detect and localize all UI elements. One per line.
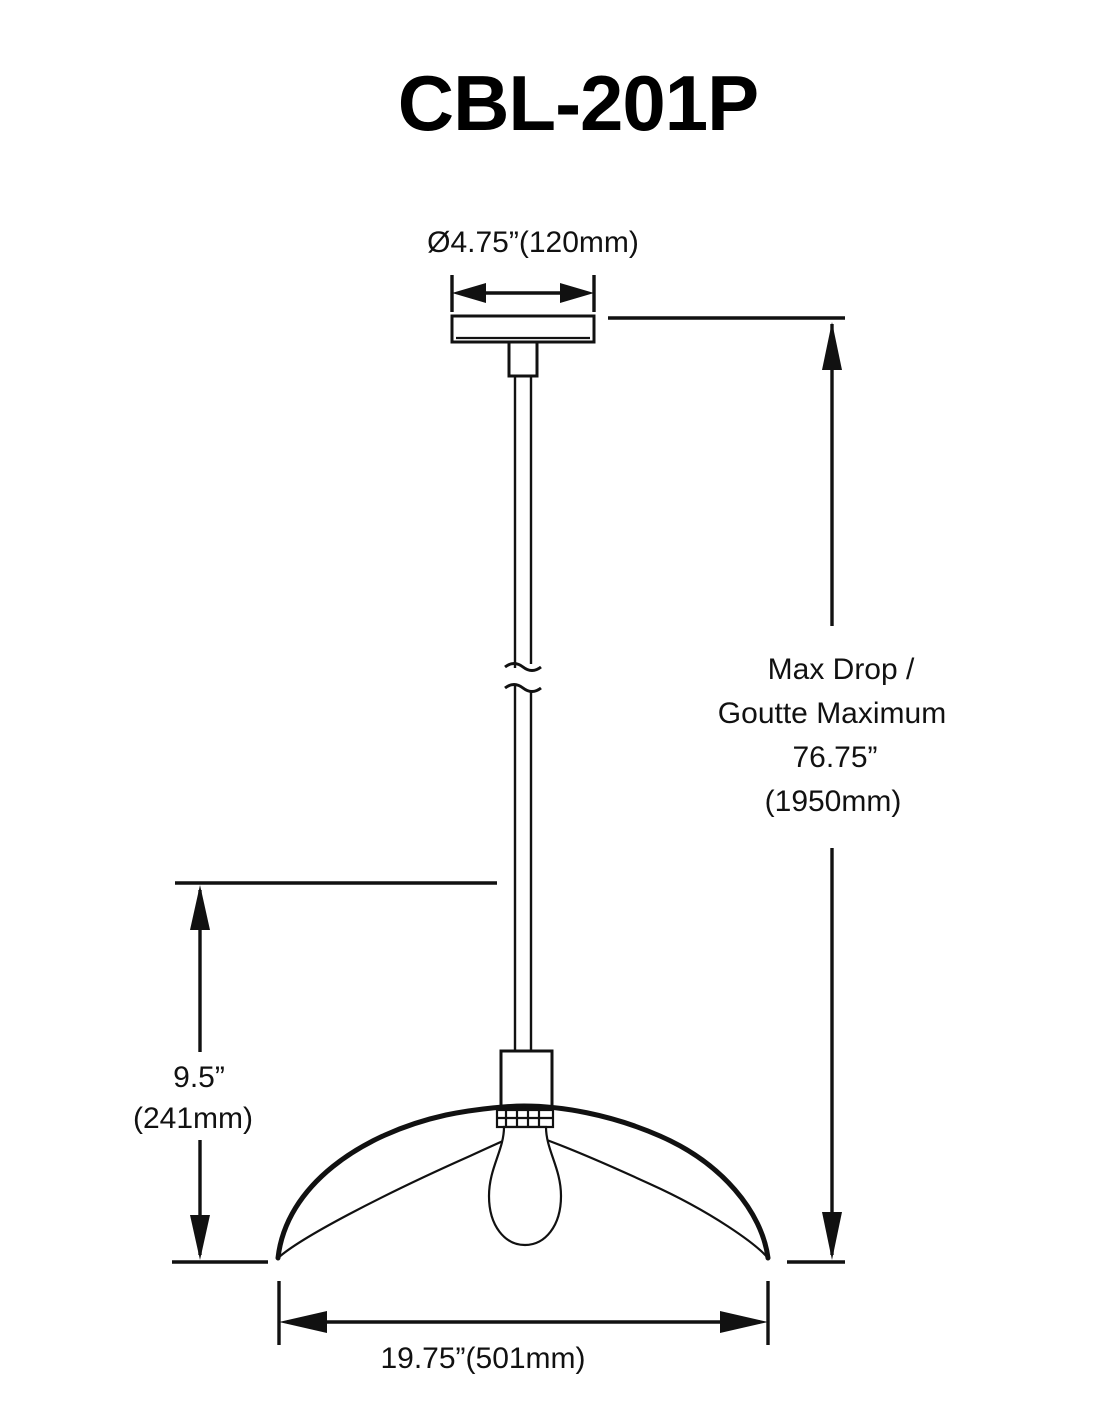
- ceiling-canopy: [450, 314, 596, 344]
- canopy-dim-arrow-left-icon: [452, 283, 486, 303]
- max-drop-label-line-4: (1950mm): [765, 785, 902, 818]
- shade-width-label: 19.75”(501mm): [380, 1342, 585, 1375]
- shade-height-dimension: 9.5” (241mm): [133, 881, 497, 1264]
- max-drop-dimension: Max Drop / Goutte Maximum 76.75” (1950mm…: [608, 316, 946, 1264]
- shade-height-label-line-2: (241mm): [133, 1102, 253, 1135]
- suspension-cord-lower: [513, 686, 533, 1052]
- page-title: CBL-201P: [398, 59, 758, 147]
- socket-housing: [499, 1049, 554, 1112]
- suspension-cord-upper: [513, 376, 533, 668]
- cord-break-symbol: [504, 662, 542, 693]
- max-drop-label-line-3: 76.75”: [792, 741, 877, 774]
- max-drop-label-line-2: Goutte Maximum: [718, 697, 946, 730]
- shade-height-label-line-1: 9.5”: [173, 1061, 225, 1094]
- canopy-diameter-label: Ø4.75”(120mm): [427, 226, 639, 259]
- max-drop-arrow-down-icon: [822, 1212, 842, 1260]
- canopy-dim-arrow-right-icon: [560, 283, 594, 303]
- max-drop-arrow-up-icon: [822, 322, 842, 370]
- socket-collar: [495, 1108, 555, 1129]
- canopy-diameter-dimension: Ø4.75”(120mm): [427, 226, 639, 312]
- break-wave-bottom: [504, 683, 542, 693]
- shade-width-dimension: 19.75”(501mm): [277, 1281, 770, 1375]
- max-drop-label-line-1: Max Drop /: [768, 653, 915, 686]
- break-wave-top: [504, 662, 542, 672]
- shade-height-arrow-up-icon: [190, 885, 210, 930]
- shade-width-arrow-right-icon: [720, 1311, 768, 1333]
- fixture-drawing: [275, 314, 771, 1261]
- canopy-neck: [507, 340, 539, 378]
- shade-width-arrow-left-icon: [279, 1311, 327, 1333]
- shade-height-arrow-down-icon: [190, 1215, 210, 1260]
- light-bulb: [487, 1125, 563, 1247]
